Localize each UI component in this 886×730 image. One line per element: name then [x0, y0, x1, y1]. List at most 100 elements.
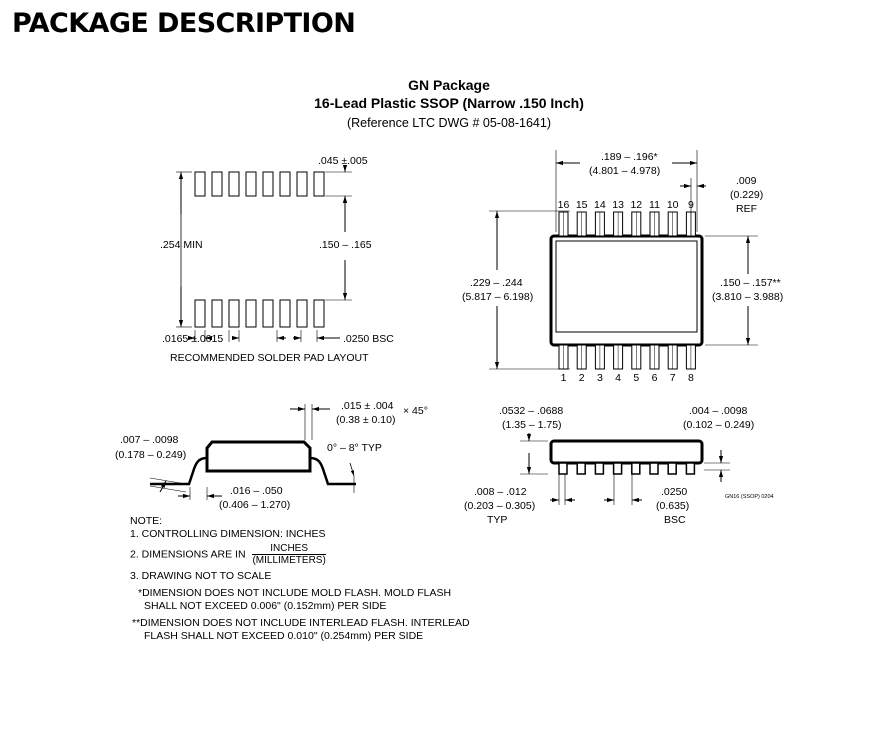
solder-pad	[245, 171, 257, 197]
units-fraction: INCHES (MILLIMETERS)	[252, 543, 326, 566]
lead-width-suffix: TYP	[487, 514, 507, 526]
end-lead	[649, 462, 659, 475]
chamfer-mm-label: (0.38 ± 0.10)	[336, 414, 395, 426]
footnote-1-line-2: SHALL NOT EXCEED 0.006" (0.152mm) PER SI…	[144, 600, 387, 612]
standoff-label: .004 – .0098	[689, 405, 748, 417]
ref-mm-label: (0.229)	[730, 189, 763, 201]
width-mm-label: (5.817 – 6.198)	[462, 291, 533, 303]
lead-width-mm-label: (0.203 – 0.305)	[464, 500, 535, 512]
angle-label: 0° – 8° TYP	[327, 442, 382, 454]
length-label: .189 – .196*	[601, 151, 658, 163]
chamfer-angle-label: × 45°	[403, 405, 428, 417]
solder-pad-layout	[176, 165, 352, 342]
top-view	[489, 150, 758, 370]
end-view-leads	[558, 462, 696, 475]
pin-number-label: 3	[597, 372, 603, 384]
pad-layout-caption: RECOMMENDED SOLDER PAD LAYOUT	[170, 352, 369, 364]
package-description: 16-Lead Plastic SSOP (Narrow .150 Inch)	[314, 95, 584, 111]
solder-pad	[313, 171, 325, 197]
pin-number-label: 9	[688, 199, 694, 211]
solder-pad	[313, 299, 325, 328]
package-name: GN Package	[408, 77, 490, 93]
lead-thickness-mm-label: (0.178 – 0.249)	[115, 449, 186, 461]
pad-row-bottom	[194, 299, 325, 328]
width-label: .229 – .244	[470, 277, 523, 289]
height-mm-label: (1.35 – 1.75)	[502, 419, 562, 431]
footnote-2-line-2: FLASH SHALL NOT EXCEED 0.010" (0.254mm) …	[144, 630, 424, 642]
note-1: 1. CONTROLLING DIMENSION: INCHES	[130, 528, 326, 540]
note-2: 2. DIMENSIONS ARE IN INCHES (MILLIMETERS…	[130, 543, 470, 566]
package-reference: (Reference LTC DWG # 05-08-1641)	[346, 116, 552, 130]
drawing-id: GN16 (SSOP) 0204	[725, 494, 774, 500]
end-lead	[667, 462, 677, 475]
ref-label: .009	[736, 175, 757, 187]
note-3: 3. DRAWING NOT TO SCALE	[130, 570, 272, 582]
chamfer-label: .015 ± .004	[341, 400, 394, 412]
length-mm-label: (4.801 – 4.978)	[589, 165, 660, 177]
units-numerator: INCHES	[252, 543, 326, 555]
pin-number-label: 2	[579, 372, 585, 384]
solder-pad	[228, 299, 240, 328]
solder-pad	[262, 171, 274, 197]
solder-pad	[262, 299, 274, 328]
solder-pad	[296, 171, 308, 197]
note-2-prefix: 2. DIMENSIONS ARE IN	[130, 548, 246, 561]
pin-number-label: 5	[633, 372, 639, 384]
package-body	[549, 234, 704, 347]
height-label: .0532 – .0688	[499, 405, 563, 417]
lead-thickness-label: .007 – .0098	[120, 434, 179, 446]
foot-length-mm-label: (0.406 – 1.270)	[219, 499, 290, 511]
solder-pad	[228, 171, 240, 197]
end-lead	[576, 462, 586, 475]
pitch-label: .0250	[661, 486, 687, 498]
pin-number-label: 13	[612, 199, 624, 211]
pin-number-label: 11	[649, 199, 660, 211]
notes-heading: NOTE:	[130, 515, 163, 527]
side-body	[205, 440, 312, 473]
notes-block: NOTE: 1. CONTROLLING DIMENSION: INCHES 2…	[130, 515, 470, 643]
end-lead	[594, 462, 605, 475]
pin-number-label: 4	[615, 372, 621, 384]
pin-number-label: 15	[576, 199, 588, 211]
ref-suffix-label: REF	[736, 203, 757, 215]
solder-pad	[245, 299, 257, 328]
pin-number-label: 14	[594, 199, 606, 211]
solder-pad	[194, 171, 206, 197]
solder-pad	[279, 171, 291, 197]
footnote-1-line-1: *DIMENSION DOES NOT INCLUDE MOLD FLASH. …	[138, 587, 452, 599]
units-denominator: (MILLIMETERS)	[252, 555, 326, 566]
foot-length-label: .016 – .050	[230, 485, 283, 497]
footnote-2-line-1: **DIMENSION DOES NOT INCLUDE INTERLEAD F…	[132, 617, 470, 629]
solder-pad	[211, 299, 223, 328]
lead-width-label: .008 – .012	[474, 486, 527, 498]
body-width-mm-label: (3.810 – 3.988)	[712, 291, 783, 303]
pitch-mm-label: (0.635)	[656, 500, 689, 512]
pin-number-label: 7	[670, 372, 676, 384]
pin-number-label: 12	[630, 199, 642, 211]
pitch-suffix: BSC	[664, 514, 686, 526]
inner-span-label: .150 – .165	[319, 239, 372, 251]
body-width-label: .150 – .157**	[720, 277, 781, 289]
pin-number-label: 10	[667, 199, 679, 211]
standoff-mm-label: (0.102 – 0.249)	[683, 419, 754, 431]
side-view	[149, 404, 356, 500]
pad-row-top	[194, 171, 325, 197]
page-title: PACKAGE DESCRIPTION	[12, 8, 356, 39]
lead-row-top	[558, 211, 696, 237]
end-view	[520, 433, 730, 505]
pad-pitch-label: .045 ±.005	[318, 155, 368, 167]
end-lead	[631, 462, 641, 475]
solder-pad	[211, 171, 223, 197]
pin-labels: 16 1 15 2 14 3 13 4 12 5 11 6 10 7 9 8	[558, 199, 694, 384]
end-lead	[558, 462, 568, 475]
pin-number-label: 16	[558, 199, 570, 211]
solder-pad	[194, 299, 206, 328]
pin-number-label: 6	[652, 372, 658, 384]
lead-row-bottom	[558, 344, 696, 370]
solder-pad	[279, 299, 291, 328]
pin-number-label: 1	[561, 372, 567, 384]
solder-pad	[296, 299, 308, 328]
pin-number-label: 8	[688, 372, 694, 384]
